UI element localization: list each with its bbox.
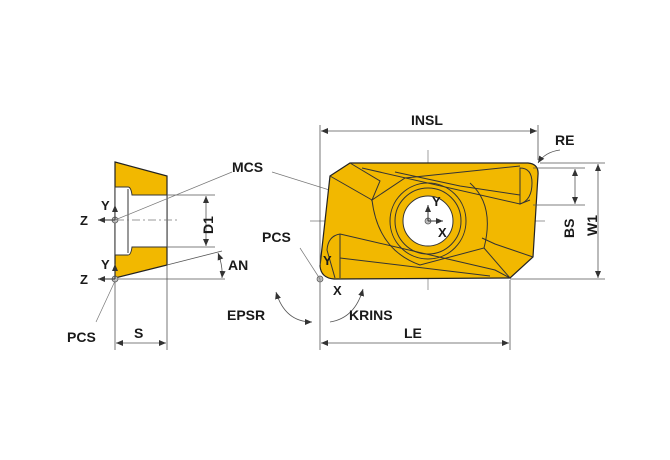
pcs-right-label: PCS	[262, 229, 291, 245]
side-view: D1 AN S Y Z Y Z PCS	[67, 161, 248, 350]
epsr-angle-arc	[275, 291, 313, 325]
insl-label: INSL	[411, 112, 443, 128]
krins-label: KRINS	[349, 307, 393, 323]
d1-label: D1	[200, 216, 216, 234]
top-view: Y X Y X PCS	[262, 150, 545, 298]
w1-label: W1	[584, 215, 600, 236]
x-axis-label: X	[438, 225, 447, 240]
re-label: RE	[555, 132, 574, 148]
bs-label: BS	[561, 219, 577, 238]
epsr-label: EPSR	[227, 307, 265, 323]
y-axis-label: Y	[432, 194, 441, 209]
krins-angle-arc	[329, 288, 365, 323]
le-label: LE	[404, 325, 422, 341]
pcs-left-label: PCS	[67, 329, 96, 345]
an-label: AN	[228, 257, 248, 273]
mcs-label: MCS	[232, 159, 263, 175]
y-axis-label: Y	[101, 257, 110, 272]
x-axis-label: X	[333, 283, 342, 298]
s-label: S	[134, 325, 143, 341]
an-angle-arc	[217, 252, 226, 279]
y-axis-label: Y	[101, 198, 110, 213]
z-axis-label: Z	[80, 213, 88, 228]
hole-inner-ring	[394, 187, 462, 255]
z-axis-label: Z	[80, 272, 88, 287]
hole-outer-ring	[389, 182, 467, 260]
side-view-bore	[114, 186, 168, 256]
y-axis-label: Y	[323, 253, 332, 268]
